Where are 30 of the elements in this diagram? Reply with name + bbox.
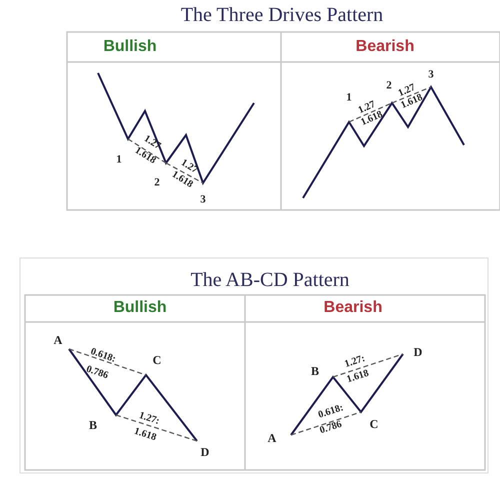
wave-label: 2 bbox=[386, 80, 392, 92]
wave-label: 1 bbox=[116, 154, 122, 166]
wave-label: 3 bbox=[200, 194, 206, 206]
point-label: A bbox=[268, 432, 276, 444]
column-header: Bearish bbox=[324, 300, 382, 316]
point-label: D bbox=[200, 446, 210, 458]
ratio-label: 0.618: bbox=[89, 347, 117, 365]
point-label: C bbox=[370, 418, 378, 430]
ratio-label: 1.27: bbox=[138, 411, 160, 427]
ratio-label: 0.786 bbox=[318, 420, 344, 436]
ratio-label: 0.786 bbox=[84, 364, 110, 382]
point-label: A bbox=[54, 334, 62, 346]
ratio-label: 1.27 bbox=[142, 134, 162, 152]
point-label: C bbox=[152, 354, 162, 366]
column-header: Bullish bbox=[113, 300, 167, 316]
point-label: D bbox=[414, 346, 422, 358]
ratio-label: 1.27: bbox=[344, 354, 366, 370]
ratio-label: 0.618: bbox=[317, 403, 345, 421]
wave-label: 3 bbox=[428, 70, 434, 80]
point-label: B bbox=[311, 365, 319, 377]
column-header: Bearish bbox=[356, 39, 414, 55]
pattern-title: The AB-CD Pattern bbox=[190, 270, 350, 290]
wave-label: 2 bbox=[154, 178, 160, 188]
pattern-title: The Three Drives Pattern bbox=[180, 5, 384, 25]
column-header: Bullish bbox=[103, 39, 157, 55]
ratio-label: 1.27 bbox=[178, 158, 200, 176]
ratio-label: 1.618 bbox=[132, 426, 158, 444]
point-label: B bbox=[89, 419, 97, 431]
wave-label: 1 bbox=[346, 92, 352, 104]
ratio-label: 1.618 bbox=[346, 368, 370, 386]
